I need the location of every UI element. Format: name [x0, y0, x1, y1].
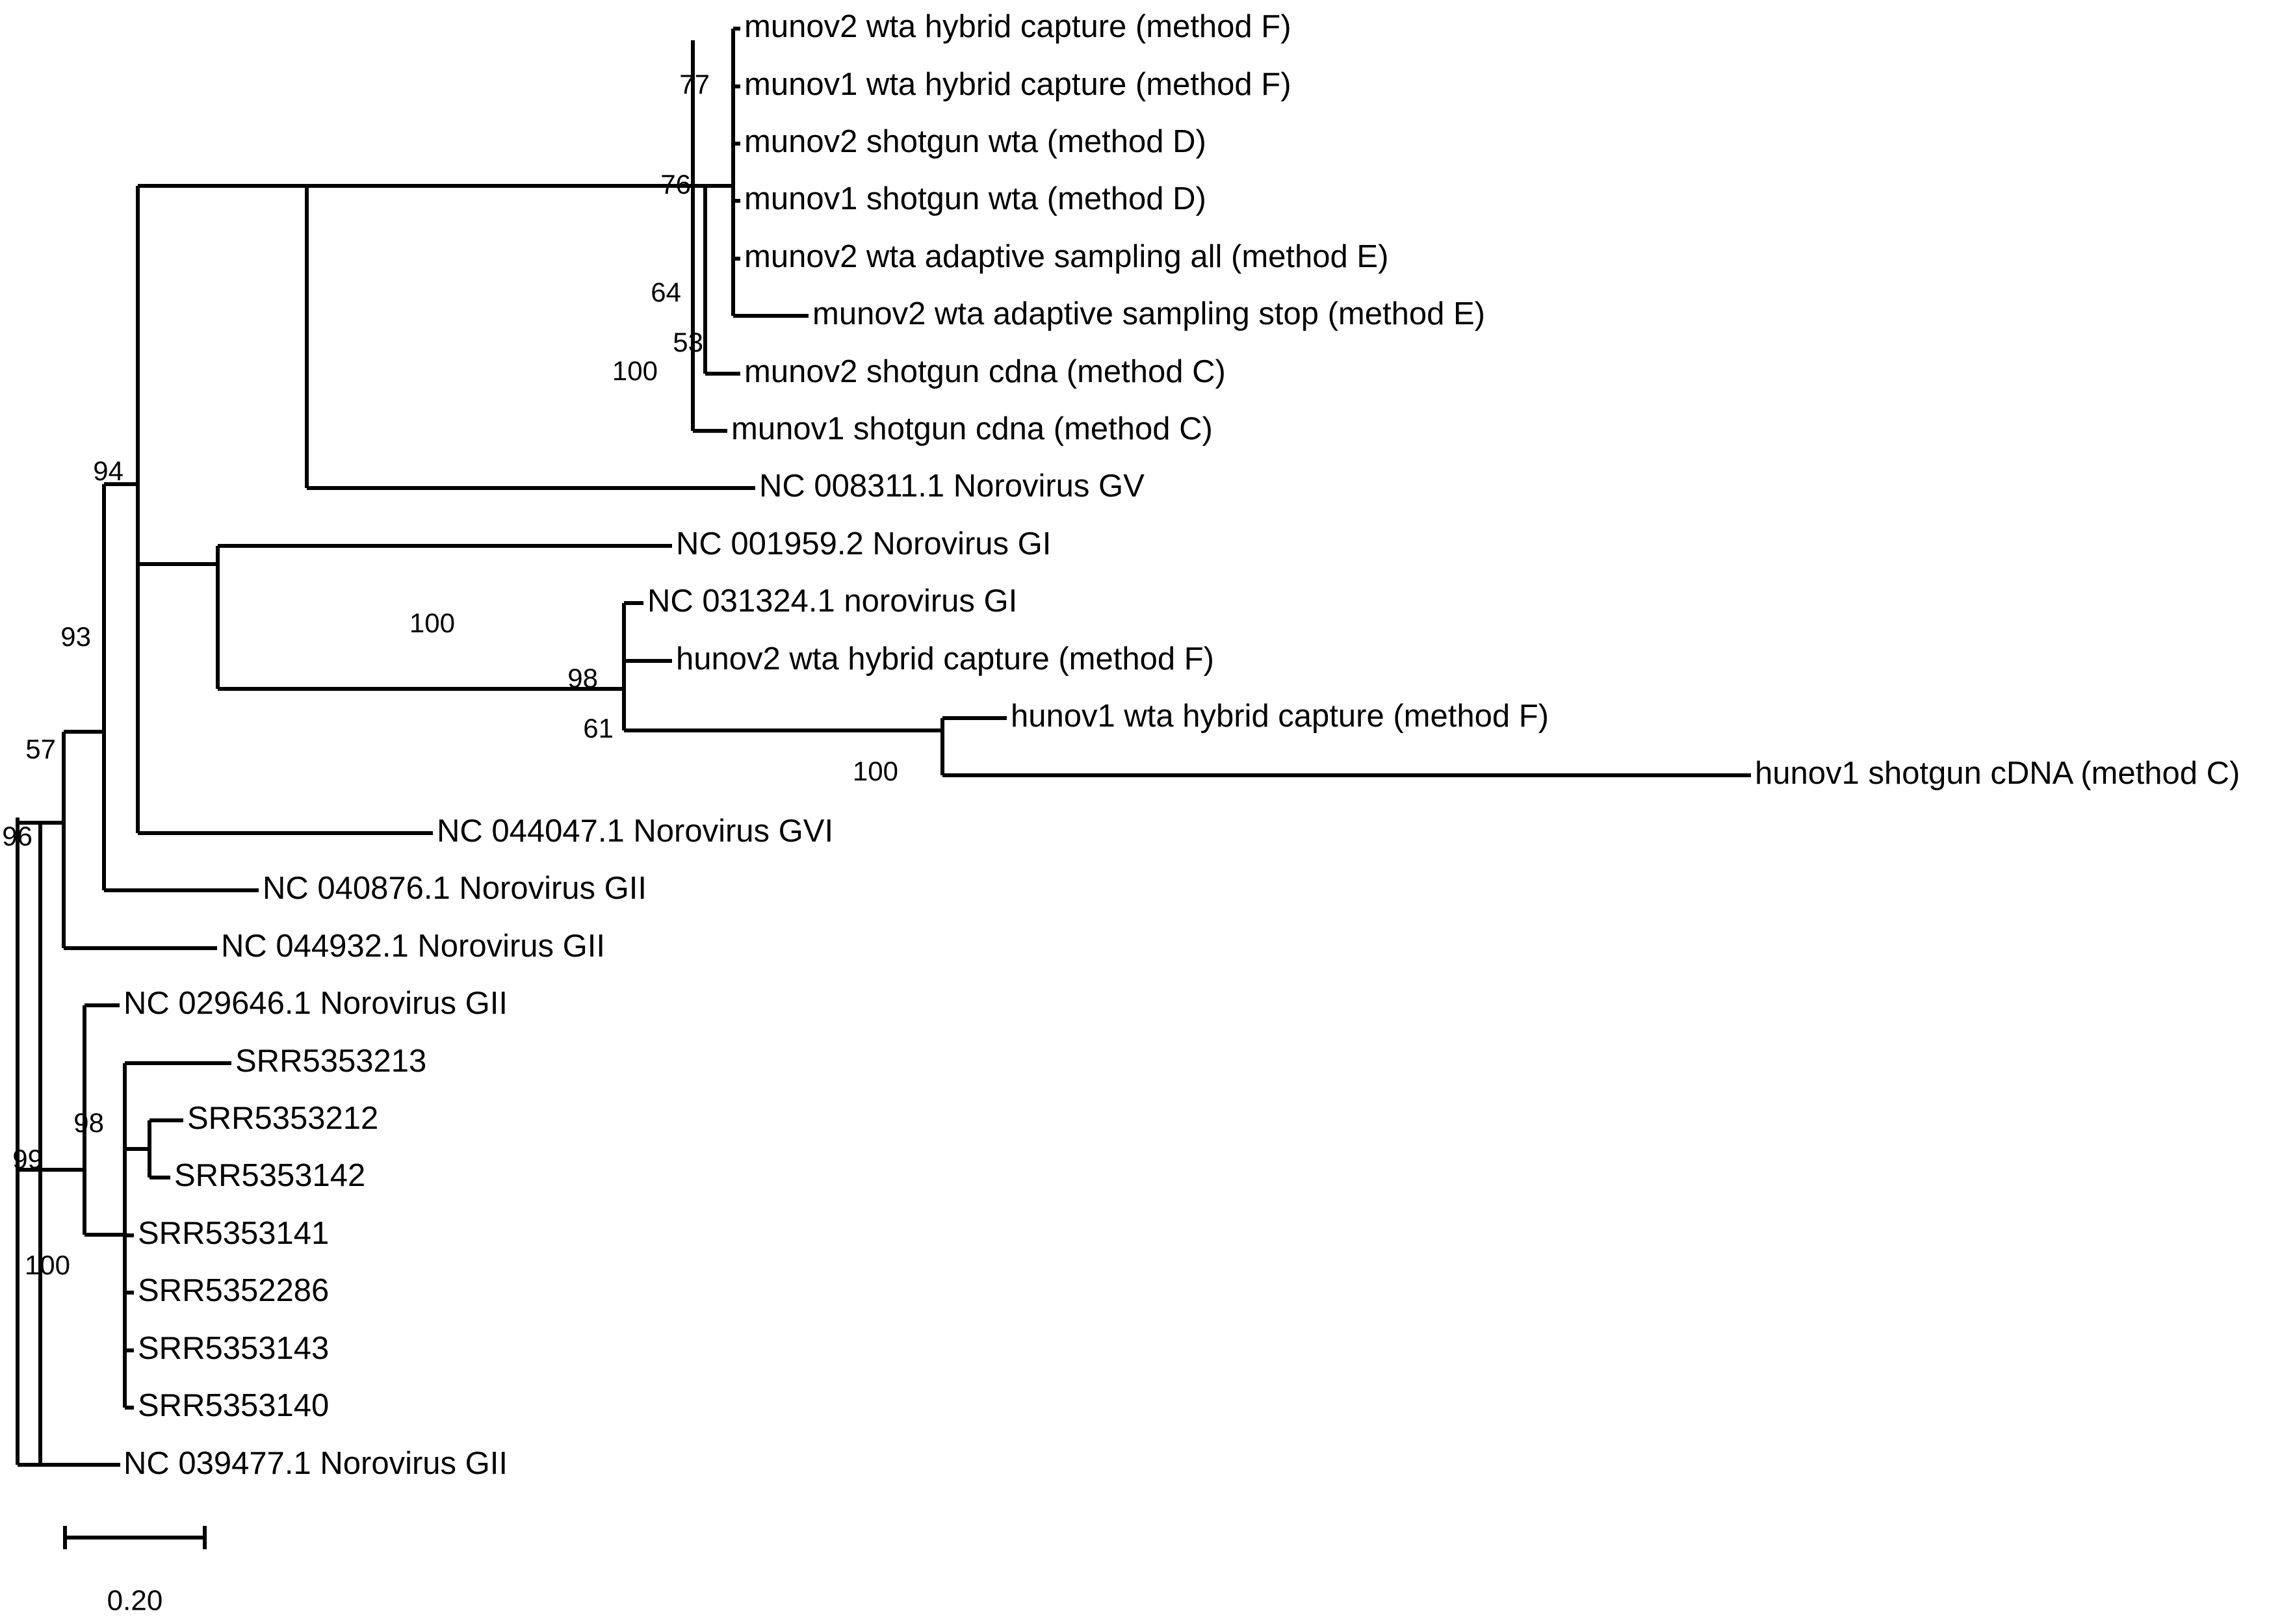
tip-label-munov1-shotgun-wta-d: munov1 shotgun wta (method D) [744, 181, 1206, 216]
tree-tip-labels: munov2 wta hybrid capture (method F) muno… [123, 9, 2240, 1481]
tip-label-munov2-shotgun-cdna-c: munov2 shotgun cdna (method C) [744, 354, 1226, 389]
tip-label-munov2-wta-hybrid-capture-f: munov2 wta hybrid capture (method F) [744, 9, 1291, 44]
tip-label-srr5353140: SRR5353140 [138, 1388, 329, 1423]
boot-61: 61 [583, 713, 614, 743]
boot-98-srr: 98 [73, 1107, 104, 1138]
boot-100-srr: 100 [25, 1250, 70, 1280]
tip-label-srr5352286: SRR5352286 [138, 1273, 329, 1308]
tree-branches [16, 27, 1751, 1467]
boot-64: 64 [651, 277, 681, 307]
tip-label-munov1-shotgun-cdna-c: munov1 shotgun cdna (method C) [731, 411, 1213, 446]
boot-98: 98 [567, 663, 598, 693]
tip-label-srr5353212: SRR5353212 [187, 1101, 378, 1136]
tip-label-hunov2-wta-hybrid-capture-f: hunov2 wta hybrid capture (method F) [676, 641, 1214, 677]
scale-bar: 0.20 [63, 1526, 207, 1617]
boot-77: 77 [679, 69, 710, 99]
boot-93: 93 [60, 621, 91, 652]
tip-label-nc-044047-1-norovirus-gvi: NC 044047.1 Norovirus GVI [437, 814, 833, 849]
scale-bar-line [63, 1526, 207, 1549]
tip-label-nc-039477-1-norovirus-gii: NC 039477.1 Norovirus GII [123, 1446, 508, 1481]
tip-label-srr5353143: SRR5353143 [138, 1331, 329, 1366]
tip-label-nc-029646-1-norovirus-gii: NC 029646.1 Norovirus GII [123, 986, 508, 1021]
boot-100-gi: 100 [409, 608, 455, 638]
boot-99: 99 [12, 1144, 43, 1174]
tip-label-munov1-wta-hybrid-capture-f: munov1 wta hybrid capture (method F) [744, 67, 1291, 102]
tip-label-hunov1-wta-hybrid-capture-f: hunov1 wta hybrid capture (method F) [1011, 699, 1549, 734]
boot-57: 57 [25, 734, 56, 764]
tip-label-srr5353142: SRR5353142 [174, 1158, 365, 1193]
boot-94: 94 [93, 456, 123, 486]
tip-label-nc-008311-1-norovirus-gv: NC 008311.1 Norovirus GV [759, 469, 1145, 504]
tip-label-srr5353213: SRR5353213 [235, 1044, 426, 1079]
boot-96: 96 [2, 821, 32, 851]
tip-label-srr5353141: SRR5353141 [138, 1216, 329, 1251]
scale-bar-label: 0.20 [107, 1585, 163, 1617]
boot-100-hu: 100 [853, 756, 898, 786]
boot-76: 76 [660, 169, 691, 200]
tip-label-nc-044932-1-norovirus-gii: NC 044932.1 Norovirus GII [221, 929, 605, 964]
tip-label-hunov1-shotgun-cdna-c: hunov1 shotgun cDNA (method C) [1755, 756, 2240, 791]
tip-label-munov2-wta-adaptive-sampling-all-e: munov2 wta adaptive sampling all (method… [744, 239, 1388, 274]
tip-label-munov2-wta-adaptive-sampling-stop-e: munov2 wta adaptive sampling stop (metho… [812, 296, 1485, 331]
tip-label-munov2-shotgun-wta-d: munov2 shotgun wta (method D) [744, 124, 1206, 159]
tip-label-nc-040876-1-norovirus-gii: NC 040876.1 Norovirus GII [263, 871, 647, 906]
tip-label-nc-031324-1-norovirus-gi: NC 031324.1 norovirus GI [647, 584, 1017, 619]
bootstrap-support-labels: 77 76 64 53 100 94 100 98 61 100 93 57 96 98 99 100 [2, 69, 898, 1280]
boot-53: 53 [673, 327, 703, 357]
boot-100-mu: 100 [612, 355, 658, 386]
tip-label-nc-001959-2-norovirus-gi: NC 001959.2 Norovirus GI [676, 526, 1051, 561]
